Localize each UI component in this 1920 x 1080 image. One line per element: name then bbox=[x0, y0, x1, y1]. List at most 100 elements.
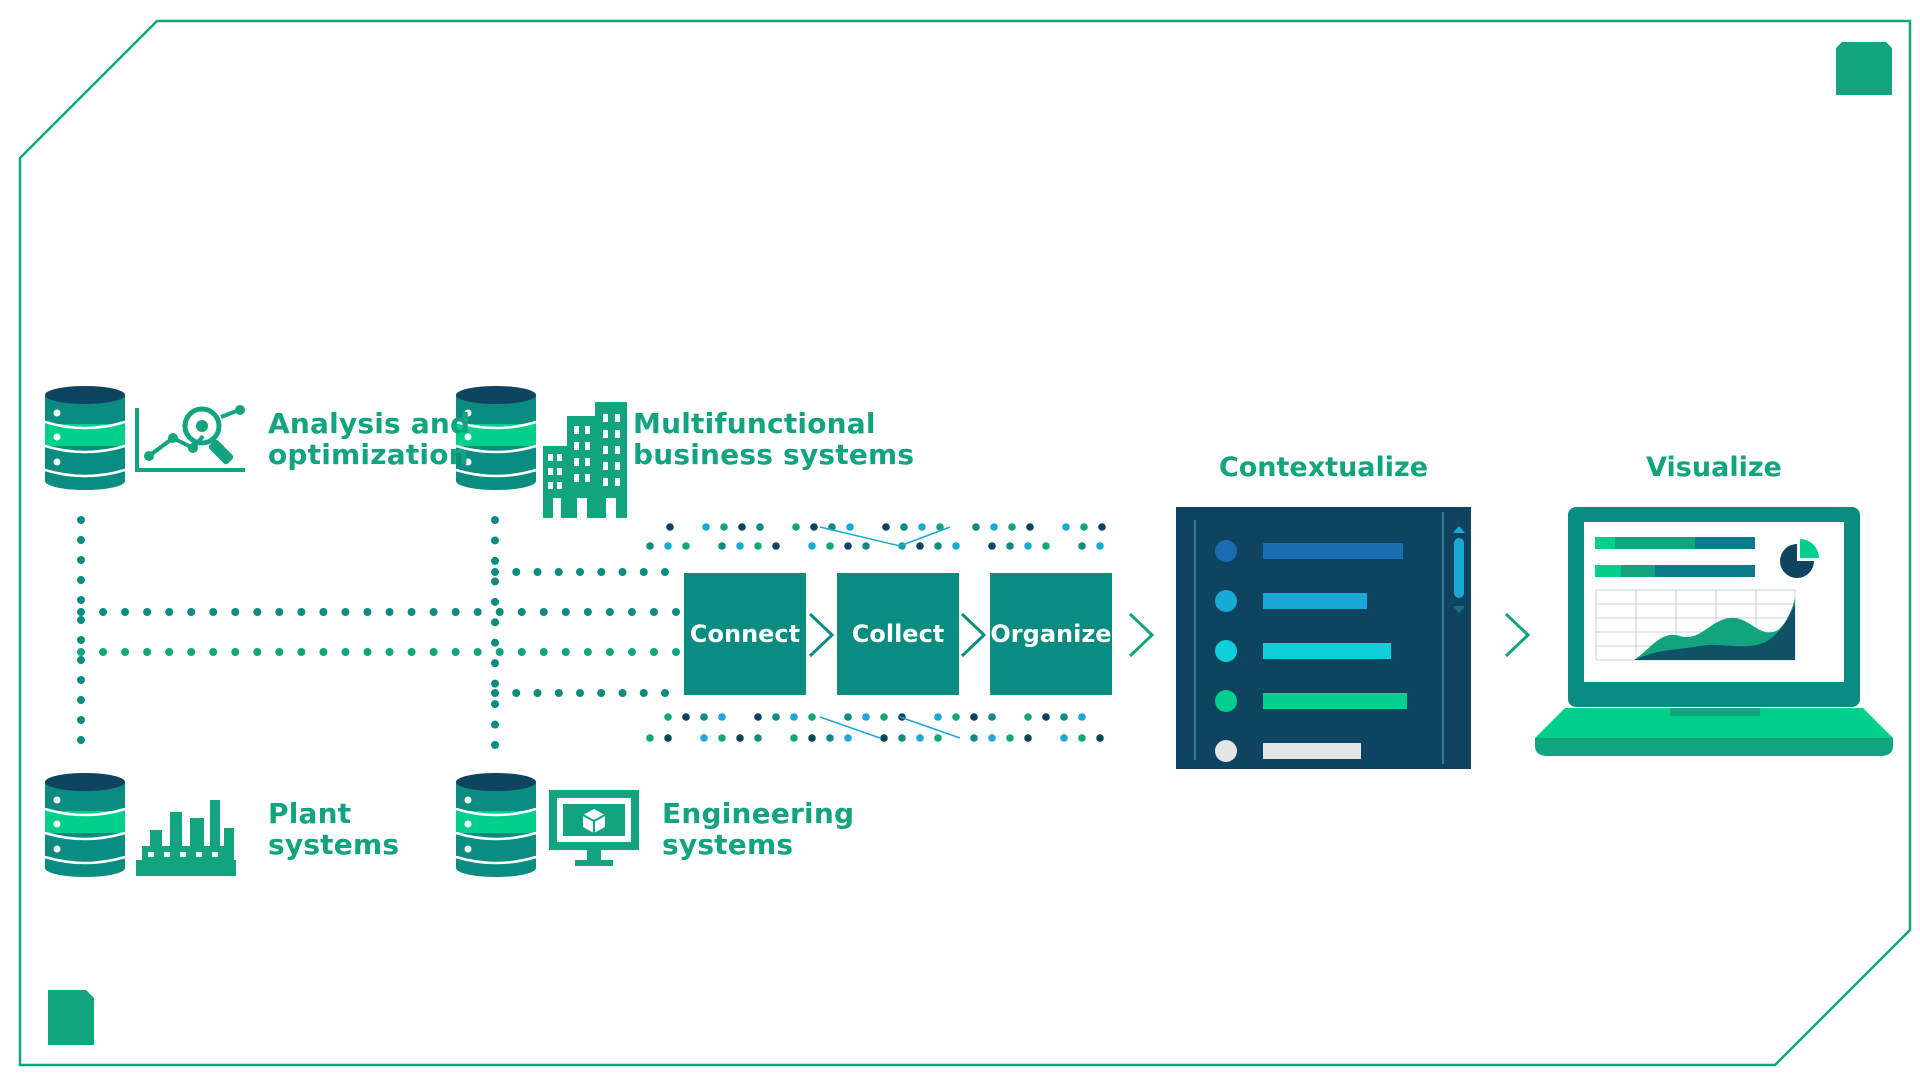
connector-dot bbox=[718, 734, 726, 742]
connector-dot bbox=[916, 734, 924, 742]
chevron-right-icon bbox=[1504, 612, 1531, 658]
list-bar bbox=[1263, 593, 1367, 609]
connector-dot bbox=[77, 608, 85, 616]
connector-dot bbox=[661, 689, 669, 697]
connector-dot bbox=[209, 648, 218, 656]
connector-dot bbox=[790, 734, 798, 742]
connector-dot bbox=[491, 597, 499, 606]
connector-dot bbox=[77, 596, 85, 604]
connector-dot bbox=[988, 734, 996, 742]
connector-dot bbox=[597, 689, 606, 697]
connector-dot bbox=[495, 648, 504, 656]
connector-dot bbox=[720, 523, 728, 531]
source-label-business: Multifunctional business systems bbox=[633, 407, 915, 471]
connector-dot bbox=[253, 648, 262, 656]
step-collect: Collect bbox=[837, 573, 959, 695]
connector-dot bbox=[473, 608, 482, 616]
connector-dot bbox=[407, 648, 416, 656]
connector-dot bbox=[754, 713, 762, 721]
connector-dot bbox=[491, 536, 499, 545]
connector-dot bbox=[700, 713, 708, 721]
connector-dot bbox=[661, 568, 669, 576]
list-bar bbox=[1263, 693, 1407, 709]
connector-dot bbox=[792, 523, 800, 531]
scroll-down-icon bbox=[1453, 606, 1465, 613]
connector-dot bbox=[187, 648, 196, 656]
connector-dot bbox=[491, 577, 499, 586]
scroll-up-icon bbox=[1453, 526, 1465, 533]
connector-dot bbox=[1006, 734, 1014, 742]
connector-dot bbox=[554, 689, 563, 697]
connector-dot bbox=[618, 568, 627, 576]
connector-dot bbox=[1024, 734, 1032, 742]
database-icon bbox=[455, 773, 537, 877]
connector-dot bbox=[880, 734, 888, 742]
connector-dot bbox=[77, 576, 85, 584]
chevron-right-icon bbox=[960, 612, 987, 658]
connector-dot bbox=[429, 648, 438, 656]
connector-dot bbox=[451, 608, 460, 616]
connector-dot bbox=[646, 734, 654, 742]
database-icon bbox=[44, 386, 126, 490]
chevron-right-icon bbox=[1128, 612, 1155, 658]
connector-dot bbox=[718, 713, 726, 721]
office-buildings-icon bbox=[543, 402, 627, 518]
connector-dot bbox=[826, 542, 834, 550]
connector-dot bbox=[512, 689, 521, 697]
connector-dot bbox=[916, 542, 924, 550]
connector-dot bbox=[1098, 523, 1106, 531]
connector-dot bbox=[862, 713, 870, 721]
connector-dot bbox=[627, 608, 636, 616]
connector-dot bbox=[808, 734, 816, 742]
chevron-right-icon bbox=[808, 612, 835, 658]
connector-dot bbox=[597, 568, 606, 576]
connector-dot bbox=[539, 648, 548, 656]
list-bar bbox=[1263, 543, 1403, 559]
connector-dot bbox=[1024, 713, 1032, 721]
laptop-illustration bbox=[1535, 507, 1893, 756]
connector-dot bbox=[736, 542, 744, 550]
connector-dot bbox=[491, 638, 499, 647]
connector-dot bbox=[844, 542, 852, 550]
connector-dot bbox=[1078, 734, 1086, 742]
contextualize-panel bbox=[1176, 507, 1471, 769]
connector-dot bbox=[491, 689, 499, 697]
connector-dot bbox=[605, 608, 614, 616]
connector-dot bbox=[297, 608, 306, 616]
connector-dot bbox=[491, 556, 499, 565]
connector-dot bbox=[517, 648, 526, 656]
connector-dot bbox=[576, 568, 584, 576]
connector-dot bbox=[77, 536, 85, 544]
connector-dot bbox=[209, 608, 218, 616]
connector-dot bbox=[385, 608, 394, 616]
connector-dot bbox=[576, 689, 584, 697]
source-label-plant: Plant systems bbox=[268, 797, 400, 861]
connector-dot bbox=[970, 734, 978, 742]
connector-dot bbox=[988, 713, 996, 721]
connector-dot bbox=[808, 713, 816, 721]
connector-dot bbox=[718, 542, 726, 550]
connector-dot bbox=[808, 542, 816, 550]
outer-frame bbox=[18, 19, 1912, 1067]
connector-dot bbox=[1060, 734, 1068, 742]
connector-dot bbox=[539, 608, 548, 616]
connector-dot bbox=[934, 713, 942, 721]
connector-dot bbox=[561, 648, 570, 656]
connector-dot bbox=[231, 648, 240, 656]
connector-dot bbox=[736, 734, 744, 742]
connector-dot bbox=[143, 608, 152, 616]
connector-dot bbox=[77, 648, 85, 656]
connector-dot bbox=[491, 516, 499, 524]
connector-dot bbox=[1042, 713, 1050, 721]
connector-dot bbox=[1096, 734, 1104, 742]
corner-accent-bottom-left bbox=[48, 990, 94, 1045]
connector-dot bbox=[77, 556, 85, 564]
connector-dot bbox=[165, 608, 174, 616]
connector-dot bbox=[533, 689, 542, 697]
connector-dot bbox=[143, 648, 152, 656]
connector-dot bbox=[385, 648, 394, 656]
step-organize: Organize bbox=[990, 573, 1112, 695]
list-bullet bbox=[1215, 590, 1237, 612]
connector-dot bbox=[473, 648, 482, 656]
